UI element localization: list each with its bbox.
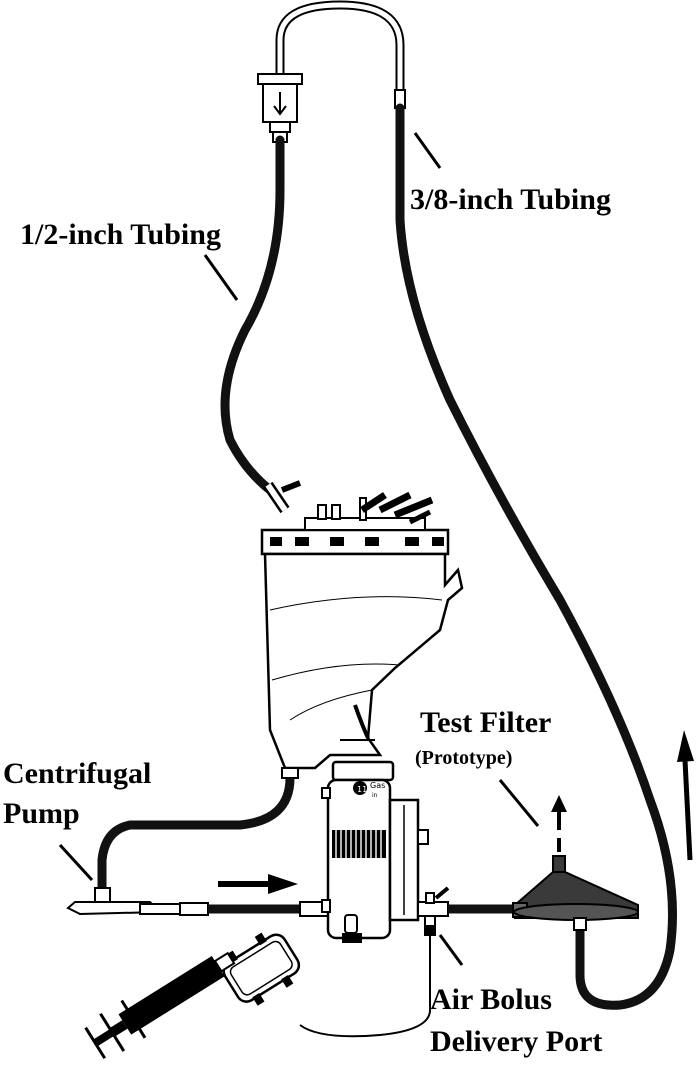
label-half-inch-tubing: 1/2-inch Tubing (20, 218, 221, 251)
label-air-bolus: Air Bolus (430, 983, 552, 1016)
label-centrifugal: Centrifugal (3, 757, 152, 790)
leader-line-pump (58, 843, 94, 882)
air-bolus-delivery-port (424, 886, 450, 936)
label-three-eighths-inch-tubing: 3/8-inch Tubing (410, 183, 611, 216)
port-number: 11 (357, 785, 367, 794)
reservoir-to-pump-tubing (97, 777, 295, 890)
half-inch-tubing (220, 135, 285, 495)
reservoir (260, 491, 464, 779)
three-eighths-inch-tubing (395, 103, 677, 1010)
syringe (84, 932, 301, 1060)
label-test-filter: Test Filter (420, 706, 552, 739)
leader-line-air-bolus (438, 934, 464, 966)
vent-arrow-up (551, 795, 567, 852)
return-flow-arrow (677, 730, 694, 861)
gas-sub-marking: in (372, 792, 378, 799)
oxygenator: 11 Gas in (321, 760, 429, 943)
label-prototype: (Prototype) (415, 747, 513, 769)
flow-arrow-right (218, 874, 298, 894)
test-filter (512, 855, 639, 931)
leader-line-half-tubing (203, 254, 239, 301)
label-delivery-port: Delivery Port (430, 1025, 603, 1058)
leader-line-three-eighths-tubing (413, 132, 442, 169)
label-pump: Pump (3, 797, 80, 830)
inline-filter (257, 73, 303, 143)
leader-line-test-filter (498, 779, 540, 827)
gas-marking: Gas (370, 781, 385, 790)
